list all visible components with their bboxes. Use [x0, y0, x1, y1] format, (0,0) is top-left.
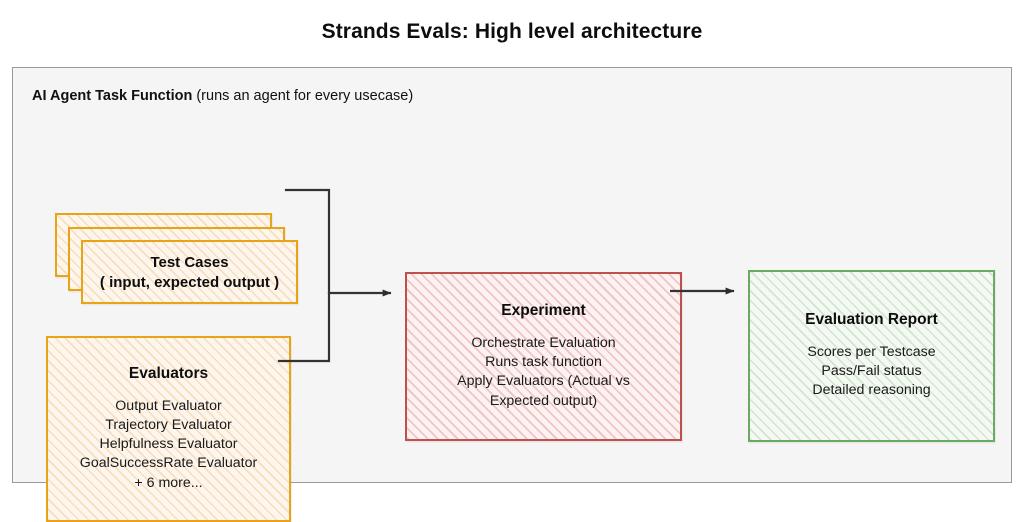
experiment-list-item: Expected output): [489, 392, 598, 409]
test-cases-stack[interactable]: Test Cases ( input, expected output ): [55, 213, 311, 317]
test-cases-node[interactable]: Test Cases ( input, expected output ): [81, 240, 298, 304]
evaluation-report-list-item: Scores per Testcase: [807, 343, 936, 360]
experiment-list-item: Orchestrate Evaluation: [471, 334, 616, 351]
evaluation-report-list-item: Pass/Fail status: [821, 363, 922, 380]
evaluators-list-item: Helpfulness Evaluator: [99, 436, 238, 453]
panel-caption: AI Agent Task Function (runs an agent fo…: [32, 88, 413, 104]
test-cases-title: Test Cases: [150, 253, 229, 271]
experiment-list: Orchestrate Evaluation Runs task functio…: [457, 334, 630, 411]
panel-caption-bold: AI Agent Task Function: [32, 88, 193, 104]
panel-caption-regular: (runs an agent for every usecase): [192, 88, 414, 104]
evaluation-report-title: Evaluation Report: [805, 311, 938, 329]
evaluators-list-item: Trajectory Evaluator: [105, 416, 232, 433]
page-title: Strands Evals: High level architecture: [321, 20, 703, 43]
ai-agent-task-function-panel: AI Agent Task Function (runs an agent fo…: [12, 67, 1012, 522]
evaluators-list-item: + 6 more...: [134, 474, 203, 491]
experiment-list-item: Apply Evaluators (Actual vs: [457, 373, 630, 390]
experiment-node[interactable]: Experiment Orchestrate Evaluation Runs t…: [405, 272, 682, 441]
evaluation-report-list-item: Detailed reasoning: [812, 382, 931, 399]
evaluators-list-item: Output Evaluator: [115, 397, 222, 414]
test-cases-subtitle: ( input, expected output ): [99, 273, 280, 291]
evaluators-list-item: GoalSuccessRate Evaluator: [79, 455, 258, 472]
experiment-list-item: Runs task function: [485, 353, 602, 370]
evaluation-report-list: Scores per Testcase Pass/Fail status Det…: [807, 343, 935, 401]
evaluators-title: Evaluators: [128, 364, 209, 382]
experiment-title: Experiment: [501, 302, 586, 320]
evaluators-node[interactable]: Evaluators Output Evaluator Trajectory E…: [46, 336, 291, 522]
evaluators-list: Output Evaluator Trajectory Evaluator He…: [80, 397, 257, 494]
evaluation-report-node[interactable]: Evaluation Report Scores per Testcase Pa…: [748, 270, 995, 442]
